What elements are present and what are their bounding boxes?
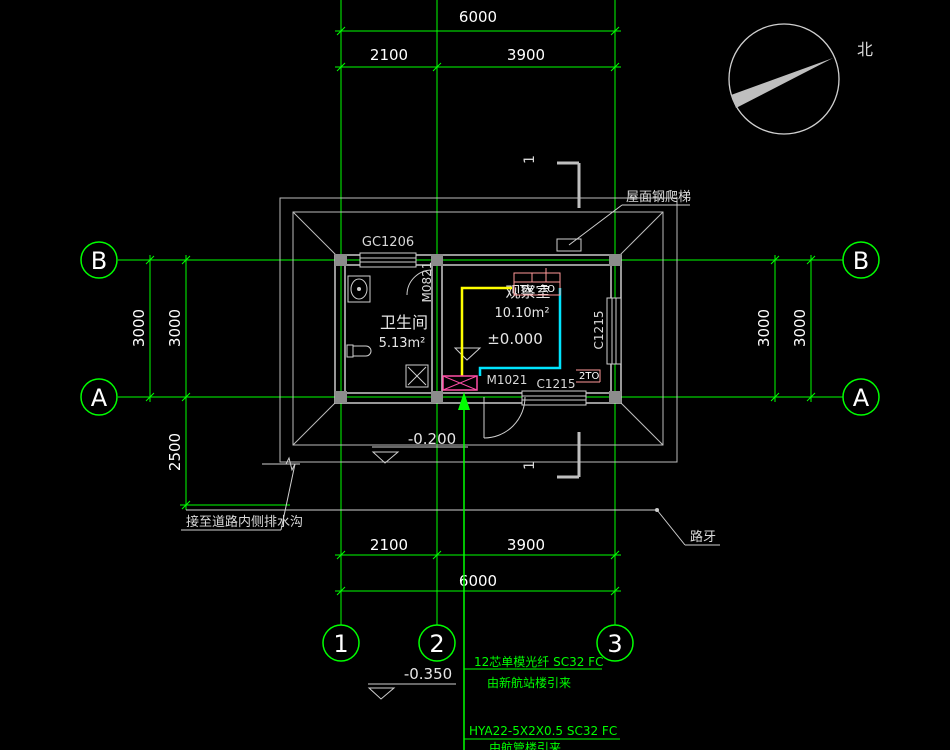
axis-label-b-left: B <box>91 247 107 275</box>
cyan-cable-route <box>478 288 562 376</box>
dim-left-outer: 3000 <box>130 309 148 347</box>
outlet-to-label: TO <box>540 284 555 295</box>
outlet-group-right <box>576 369 601 383</box>
drain-note: 接至道路内侧排水沟 <box>186 514 303 530</box>
window-top-label: GC1206 <box>362 235 414 250</box>
level-triangle-floor <box>453 347 482 361</box>
column-2a <box>431 391 443 403</box>
north-arrow <box>728 23 840 135</box>
room-name: 观察室 <box>505 283 550 301</box>
door-wc-label: M0821 <box>420 262 434 303</box>
column-1b <box>335 254 347 266</box>
section-mark-bottom-label: 1 <box>522 461 538 470</box>
axis-label-3: 3 <box>607 630 622 658</box>
axis-bubble-1 <box>322 624 360 662</box>
column-1a <box>335 391 347 403</box>
left-dimensions <box>145 255 290 510</box>
toilet-fixture <box>346 344 372 358</box>
right-dimensions <box>770 255 816 402</box>
dim-left-inner: 3000 <box>166 309 184 347</box>
washbasin-fixture <box>347 275 371 303</box>
section-mark-bottom <box>557 432 581 479</box>
incoming-cable-arrow <box>458 392 470 750</box>
axis-bubble-a-right <box>842 378 880 416</box>
column-3b <box>609 254 621 266</box>
door-wc-swing <box>406 269 433 296</box>
north-label: 北 <box>857 40 873 59</box>
axis-bubble-b-right <box>842 241 880 279</box>
floor-drain-fixture <box>405 364 429 388</box>
axis-bubble-b-left <box>80 241 118 279</box>
section-mark-top <box>557 161 581 208</box>
top-dimensions <box>335 26 621 72</box>
ground-level: -0.350 <box>404 665 452 683</box>
bottom-dimensions <box>335 550 621 596</box>
dim-left-lower: 2500 <box>166 433 184 471</box>
window-top-gc1206 <box>359 252 417 268</box>
floor-level: ±0.000 <box>487 330 543 348</box>
outdoor-level: -0.200 <box>408 430 456 448</box>
level-triangle-outdoor <box>371 451 400 464</box>
axis-label-b-right: B <box>853 247 869 275</box>
axis-bubble-2 <box>418 624 456 662</box>
axis-label-a-right: A <box>853 384 870 412</box>
dim-bottom-total: 6000 <box>459 572 497 590</box>
curb-leader <box>186 508 720 546</box>
drain-leader <box>181 456 300 531</box>
cable2-spec: HYA22-5X2X0.5 SC32 FC <box>469 724 617 738</box>
window-bottom-c1215 <box>521 390 587 406</box>
outlet-2to-label: 2TO <box>579 371 599 382</box>
room-area: 10.10m² <box>494 306 549 321</box>
curb-label: 路牙 <box>690 529 716 545</box>
column-3a <box>609 391 621 403</box>
dim-right-outer: 3000 <box>791 309 809 347</box>
door-main-label: M1021 <box>487 373 528 387</box>
dim-bottom-right: 3900 <box>507 536 545 554</box>
axis-label-1: 1 <box>333 630 348 658</box>
roof-ladder-symbol <box>556 204 690 252</box>
door-main-swing <box>483 396 526 439</box>
dim-top-total: 6000 <box>459 8 497 26</box>
axis-label-a-left: A <box>91 384 108 412</box>
roof-outline <box>279 197 678 463</box>
outlet-group-top <box>513 268 561 296</box>
level-triangle-ground <box>367 687 396 700</box>
window-bottom-label: C1215 <box>537 377 576 391</box>
cable1-from: 由新航站楼引来 <box>487 675 571 690</box>
cable2-from: 由航管楼引来 <box>489 740 561 750</box>
window-right-label: C1215 <box>592 311 606 350</box>
axis-label-2: 2 <box>429 630 444 658</box>
dim-top-left: 2100 <box>370 46 408 64</box>
column-2b <box>431 254 443 266</box>
dim-right-inner: 3000 <box>755 309 773 347</box>
yellow-cable-route <box>460 286 512 376</box>
roof-ladder-label: 屋面钢爬梯 <box>626 190 691 205</box>
axis-bubble-3 <box>596 624 634 662</box>
wc-area: 5.13m² <box>379 336 426 351</box>
section-mark-top-label: 1 <box>522 155 538 164</box>
distribution-box <box>442 375 478 391</box>
wc-name: 卫生间 <box>380 313 428 332</box>
outlet-tv-label: TV <box>519 284 533 295</box>
window-right-c1215 <box>606 297 622 365</box>
cable1-spec: 12芯单模光纤 SC32 FC <box>474 655 603 669</box>
dim-top-right: 3900 <box>507 46 545 64</box>
axis-bubble-a-left <box>80 378 118 416</box>
dim-bottom-left: 2100 <box>370 536 408 554</box>
